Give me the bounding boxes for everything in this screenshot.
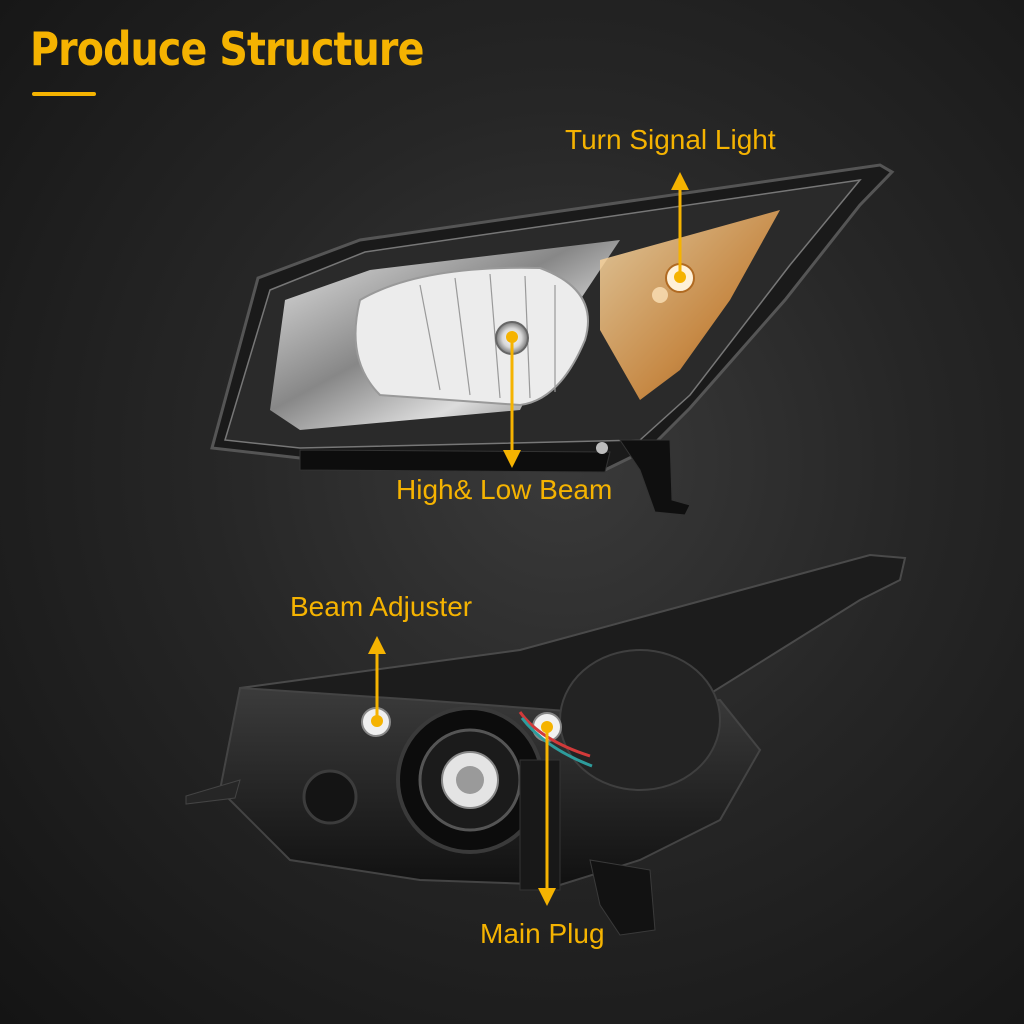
title-underline bbox=[32, 92, 96, 96]
page-title: Produce Structure bbox=[30, 22, 424, 76]
callout-arrow-beam-adjuster bbox=[368, 636, 386, 727]
callout-arrow-turn-signal bbox=[671, 172, 689, 283]
callout-arrow-high-low-beam bbox=[503, 331, 521, 468]
headlight-front-view bbox=[210, 163, 895, 516]
main-plug-label: Main Plug bbox=[480, 918, 605, 949]
turn-signal-light-label: Turn Signal Light bbox=[565, 124, 776, 155]
callout-arrow-main-plug bbox=[538, 721, 556, 906]
beam-adjuster-label: Beam Adjuster bbox=[290, 591, 473, 622]
headlight-rear-view bbox=[185, 553, 907, 936]
high-low-beam-label: High& Low Beam bbox=[396, 474, 613, 505]
